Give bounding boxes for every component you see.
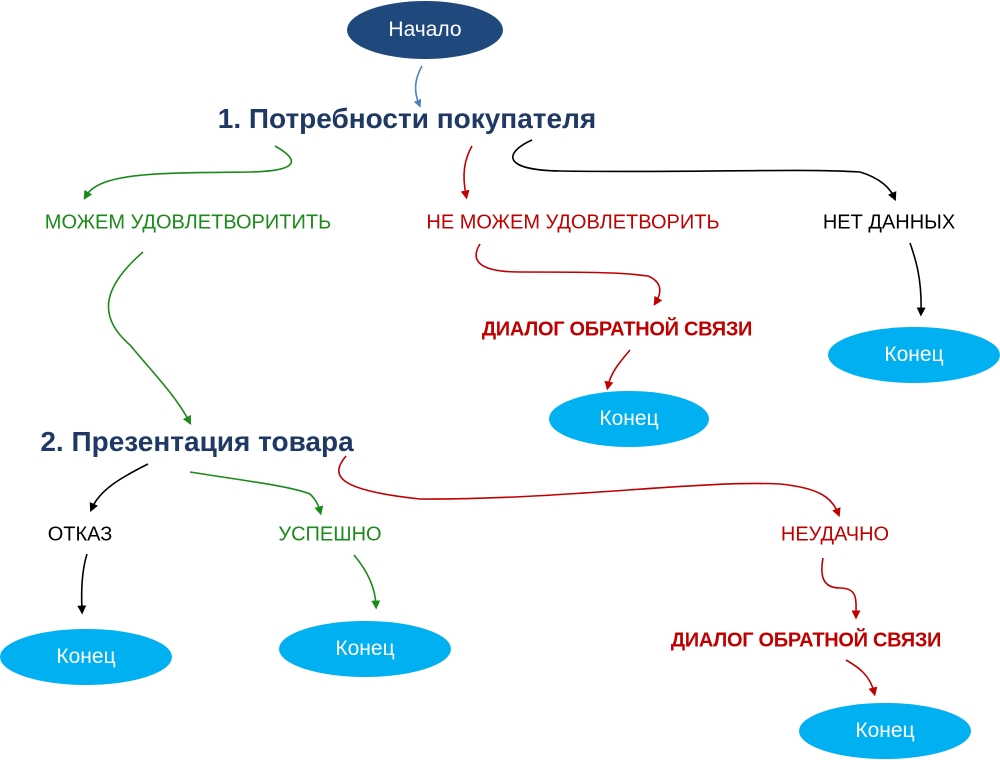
- arrow-step1-to-can-satisfy: [83, 145, 293, 200]
- arrow-success-to-end: [353, 554, 381, 610]
- refusal-label: ОТКАЗ: [47, 523, 113, 546]
- end-node-refusal: Конец: [0, 629, 172, 685]
- feedback-dialog-2-label: ДИАЛОГ ОБРАТНОЙ СВЯЗИ: [670, 629, 942, 652]
- step2-heading: 2. Презентация товара: [40, 426, 354, 457]
- end-node-feedback-1: Конец: [549, 391, 709, 447]
- end-label: Конец: [335, 637, 395, 660]
- arrow-start-to-step1: [413, 65, 423, 108]
- cannot-satisfy-label: НЕ МОЖЕМ УДОВЛЕТВОРИТЬ: [426, 211, 720, 234]
- arrow-feedback-to-end-2: [845, 659, 878, 697]
- arrow-step2-to-success: [189, 471, 324, 516]
- end-label: Конец: [56, 645, 116, 668]
- arrow-can-satisfy-to-step2: [107, 251, 192, 425]
- arrow-no-data-to-end: [909, 242, 926, 317]
- arrow-step2-to-refusal: [89, 463, 149, 513]
- no-data-label: НЕТ ДАННЫХ: [822, 211, 956, 234]
- arrow-step1-to-no-data: [512, 139, 897, 202]
- end-label: Конец: [884, 343, 944, 366]
- end-label: Конец: [599, 407, 659, 430]
- arrow-refusal-to-end: [77, 553, 88, 615]
- start-node: Начало: [347, 1, 503, 59]
- end-node-no-data: Конец: [828, 327, 1000, 383]
- start-label: Начало: [388, 18, 462, 41]
- success-label: УСПЕШНО: [278, 523, 382, 546]
- end-node-success: Конец: [279, 621, 451, 677]
- arrow-feedback-to-end-1: [604, 349, 631, 391]
- arrow-step1-to-cannot-satisfy: [460, 145, 473, 200]
- end-node-feedback-2: Конец: [799, 703, 971, 759]
- can-satisfy-label: МОЖЕМ УДОВЛЕТВОРИТИТЬ: [44, 211, 332, 234]
- feedback-dialog-1-label: ДИАЛОГ ОБРАТНОЙ СВЯЗИ: [481, 318, 753, 341]
- end-label: Конец: [855, 719, 915, 742]
- step1-heading: 1. Потребности покупателя: [217, 103, 597, 134]
- arrow-unsuccessful-to-feedback: [821, 557, 861, 620]
- unsuccessful-label: НЕУДАЧНО: [780, 523, 890, 546]
- arrow-cannot-satisfy-to-feedback: [475, 243, 663, 306]
- arrow-step2-to-unsuccessful: [338, 455, 841, 518]
